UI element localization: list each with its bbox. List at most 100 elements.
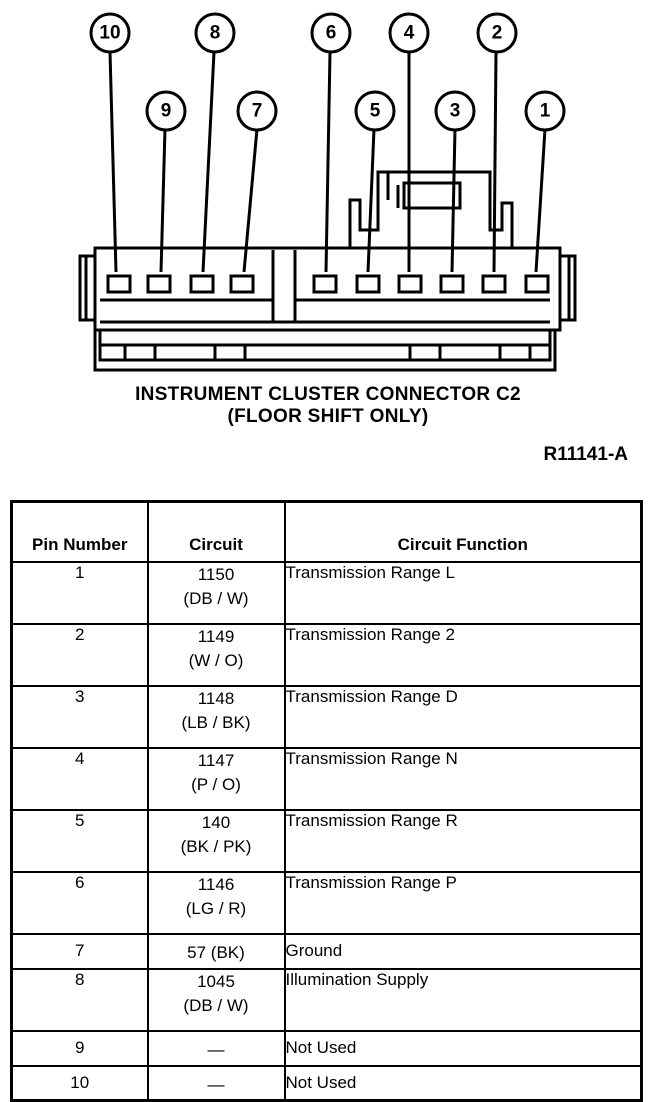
pin-number-cell: 6 [10,870,149,935]
table-row: 10 — Not Used [10,1064,643,1102]
pin-terminal-4 [397,274,423,294]
pin-terminals [106,274,550,294]
callout-label-3: 3 [450,101,461,122]
wire-color: (BK / PK) [180,836,252,856]
table-row: 6 1146(LG / R) Transmission Range P [10,870,643,935]
circuit-function-cell: Transmission Range L [283,560,643,625]
pin-terminal-5 [355,274,381,294]
callout-circle-1 [524,90,566,132]
circuit-function-cell: Not Used [283,1029,643,1067]
table-row: 1 1150(DB / W) Transmission Range L [10,560,643,625]
circuit-function-cell: Not Used [283,1064,643,1102]
callout-label-7: 7 [252,101,263,122]
pin-number-cell: 10 [10,1064,149,1102]
table-row: 5 140 (BK / PK) Transmission Range R [10,808,643,873]
circuit-cell: 1150(DB / W) [146,560,286,625]
circuit-function-cell: Transmission Range N [283,746,643,811]
table-row: 7 57 (BK) Ground [10,932,643,970]
wire-color: (LB / BK) [181,712,251,732]
callout-circle-6 [310,12,352,54]
circuit-function-cell: Illumination Supply [283,967,643,1032]
callout-circle-7 [236,90,278,132]
wire-color: (LG / R) [185,898,247,918]
wire-color: (W / O) [188,650,244,670]
leader-line-5 [366,128,376,273]
callout-label-6: 6 [326,23,337,44]
callout-label-10: 10 [99,23,120,44]
callout-circle-2 [476,12,518,54]
leader-line-3 [450,128,457,273]
circuit-cell: 57 (BK) [146,932,286,970]
callout-label-2: 2 [492,23,503,44]
wire-color: (DB / W) [183,995,249,1015]
header-circuit-function: Circuit Function [283,500,643,563]
callout-circle-3 [434,90,476,132]
pin-terminal-3 [439,274,465,294]
pin-number-cell: 4 [10,746,149,811]
circuit-function-cell: Transmission Range 2 [283,622,643,687]
circuit-number: 1045 [197,971,235,991]
circuit-function-cell: Transmission Range R [283,808,643,873]
pin-terminal-10 [106,274,132,294]
callout-label-1: 1 [540,101,551,122]
pin-number-cell: 2 [10,622,149,687]
callout-circle-8 [194,12,236,54]
circuit-number: — [207,1039,225,1059]
leader-line-9 [159,128,167,273]
circuit-cell: 1146(LG / R) [146,870,286,935]
leader-line-7 [242,128,259,273]
circuit-number: — [207,1074,225,1094]
connector-diagram: 10 9 8 7 6 5 4 3 2 1 [78,12,577,372]
pin-number-cell: 1 [10,560,149,625]
table-row: 4 1147 (P / O) Transmission Range N [10,746,643,811]
pin-terminal-2 [481,274,507,294]
callout-label-5: 5 [370,101,381,122]
callout-label-9: 9 [161,101,172,122]
leader-line-6 [324,51,332,273]
circuit-function-cell: Ground [283,932,643,970]
header-pin-number: Pin Number [10,500,149,563]
pin-number-cell: 5 [10,808,149,873]
pin-number-cell: 3 [10,684,149,749]
circuit-cell: — [146,1029,286,1067]
pin-number-cell: 8 [10,967,149,1032]
callout-label-8: 8 [210,23,221,44]
circuit-number: 1147 [197,750,235,770]
table-row: 8 1045 (DB / W) Illumination Supply [10,967,643,1032]
pin-terminal-9 [146,274,172,294]
circuit-number: 57 (BK) [187,942,245,962]
callout-circle-4 [388,12,430,54]
leader-line-10 [108,51,118,273]
pin-terminal-6 [312,274,338,294]
pin-number-cell: 7 [10,932,149,970]
circuit-cell: — [146,1064,286,1102]
leader-line-2 [492,51,498,273]
leader-line-8 [201,51,216,273]
pin-terminal-1 [524,274,550,294]
callout-circle-10 [89,12,131,54]
table-row: 3 1148 (LB / BK) Transmission Range D [10,684,643,749]
pin-terminal-8 [189,274,215,294]
pin-terminal-7 [229,274,255,294]
circuit-number: 140 [201,812,231,832]
callout-circle-5 [354,90,396,132]
circuit-number: 1148 [197,688,235,708]
circuit-function-cell: Transmission Range D [283,684,643,749]
circuit-cell: 1147 (P / O) [146,746,286,811]
circuit-cell: 1149 (W / O) [146,622,286,687]
table-row: 9 — Not Used [10,1029,643,1067]
circuit-cell: 140 (BK / PK) [146,808,286,873]
diagram-caption-title: INSTRUMENT CLUSTER CONNECTOR C2 [135,384,521,405]
pin-number-cell: 9 [10,1029,149,1067]
callout-label-4: 4 [404,23,415,44]
circuit-number: 1150 [197,564,235,584]
callout-circle-9 [145,90,187,132]
circuit-cell: 1045 (DB / W) [146,967,286,1032]
circuit-number: 1149 [197,626,235,646]
diagram-caption-subtitle: (FLOOR SHIFT ONLY) [227,406,429,427]
figure-id: R11141-A [543,444,628,465]
connector-body [78,170,577,372]
header-circuit: Circuit [146,500,286,563]
wire-color: (P / O) [191,774,241,794]
leader-line-1 [534,128,547,273]
